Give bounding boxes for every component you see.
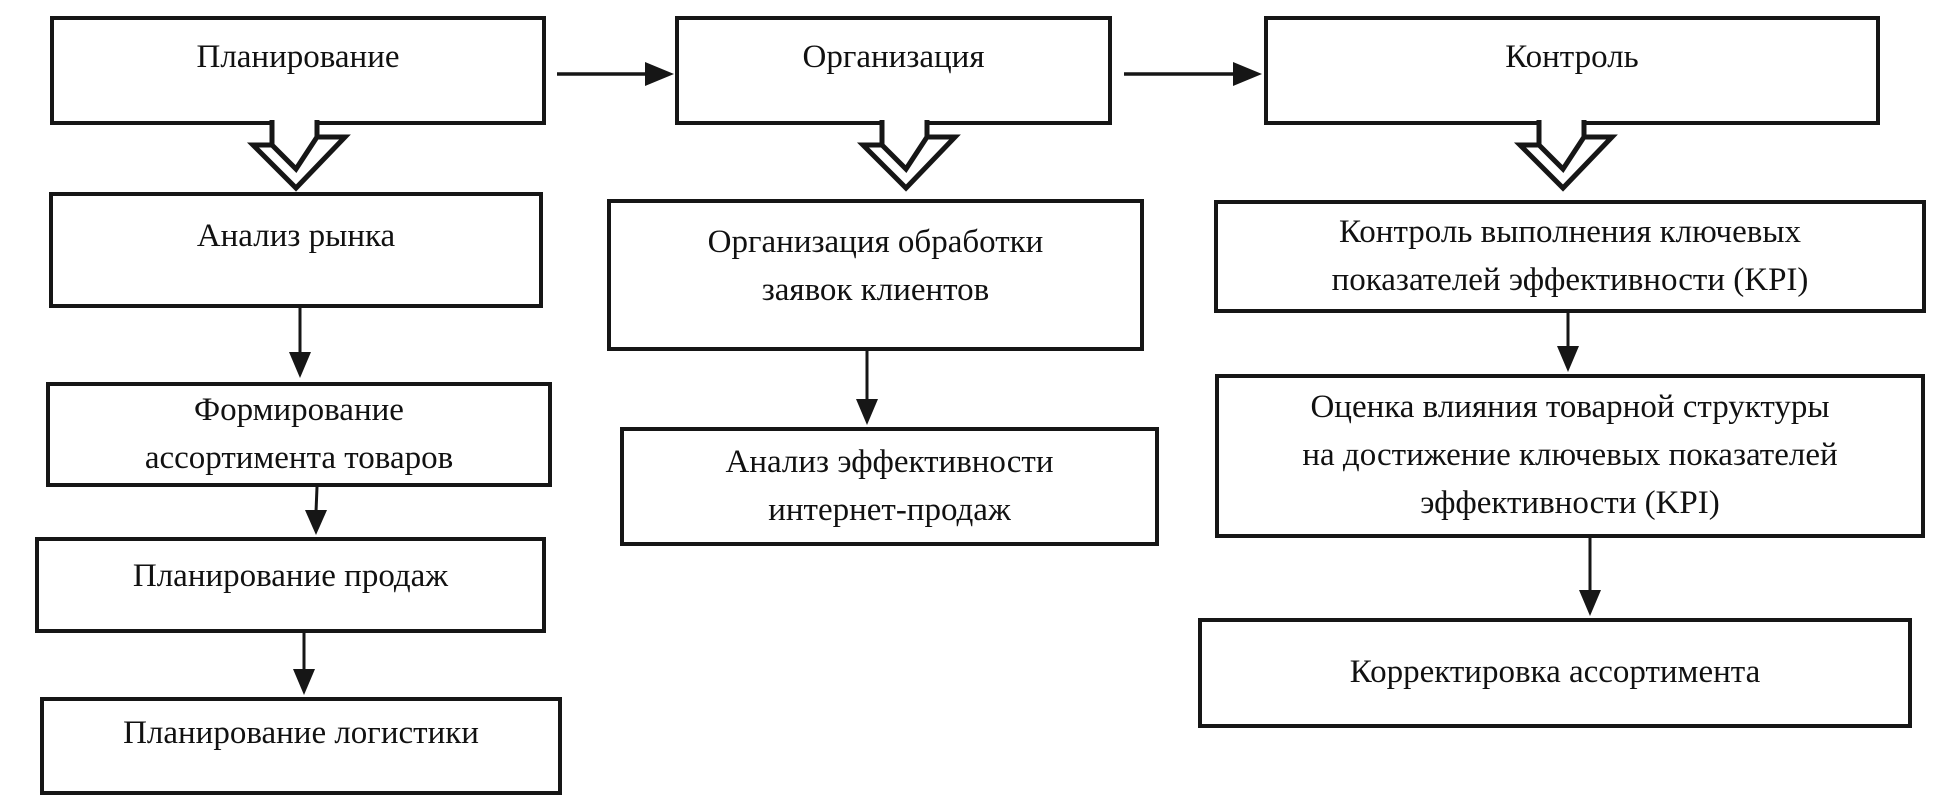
- flow-arrow-assessment-to-adjustment: [1579, 538, 1601, 616]
- block-arrow-down-control: [1513, 120, 1618, 192]
- process-box-structure-impact-assessment: Оценка влияния товарной структуры на дос…: [1215, 374, 1925, 538]
- block-arrow-down-organization: [856, 120, 961, 192]
- block-arrow-down-planning: [246, 120, 351, 192]
- flow-arrow-organization-to-control: [1124, 62, 1262, 86]
- process-label: Анализ эффективности интернет-продаж: [725, 443, 1054, 528]
- process-label: Корректировка ассортимента: [1349, 654, 1761, 691]
- process-label: Планирование логистики: [123, 715, 479, 752]
- process-box-logistics-planning: Планирование логистики: [40, 697, 562, 795]
- stage-label: Организация: [802, 38, 985, 75]
- stage-box-organization: Организация: [675, 16, 1112, 125]
- stage-box-planning: Планирование: [50, 16, 546, 125]
- process-box-assortment-formation: Формирование ассортимента товаров: [46, 382, 552, 487]
- process-label: Анализ рынка: [196, 218, 396, 255]
- process-box-online-sales-analysis: Анализ эффективности интернет-продаж: [620, 427, 1159, 546]
- process-box-order-processing: Организация обработки заявок клиентов: [607, 199, 1144, 351]
- process-label: Организация обработки заявок клиентов: [707, 224, 1044, 308]
- stage-label: Контроль: [1505, 38, 1639, 75]
- flow-arrow-sales-to-logistics: [293, 633, 315, 695]
- process-label: Оценка влияния товарной структуры на дос…: [1302, 389, 1838, 521]
- process-box-kpi-control: Контроль выполнения ключевых показателей…: [1214, 200, 1926, 313]
- process-box-assortment-adjustment: Корректировка ассортимента: [1198, 618, 1912, 728]
- flow-arrow-market-analysis-to-assortment: [289, 308, 311, 378]
- process-label: Контроль выполнения ключевых показателей…: [1331, 213, 1809, 298]
- process-box-market-analysis: Анализ рынка: [49, 192, 543, 308]
- process-label: Формирование ассортимента товаров: [144, 391, 454, 476]
- flow-arrow-planning-to-organization: [557, 62, 674, 86]
- stage-box-control: Контроль: [1264, 16, 1880, 125]
- flow-arrow-kpi-control-to-assessment: [1557, 313, 1579, 372]
- process-box-sales-planning: Планирование продаж: [35, 537, 546, 633]
- flow-arrow-order-processing-to-sales-analysis: [856, 351, 878, 425]
- flow-arrow-assortment-to-sales-planning: [305, 486, 327, 535]
- stage-label: Планирование: [196, 38, 400, 75]
- process-label: Планирование продаж: [132, 558, 449, 595]
